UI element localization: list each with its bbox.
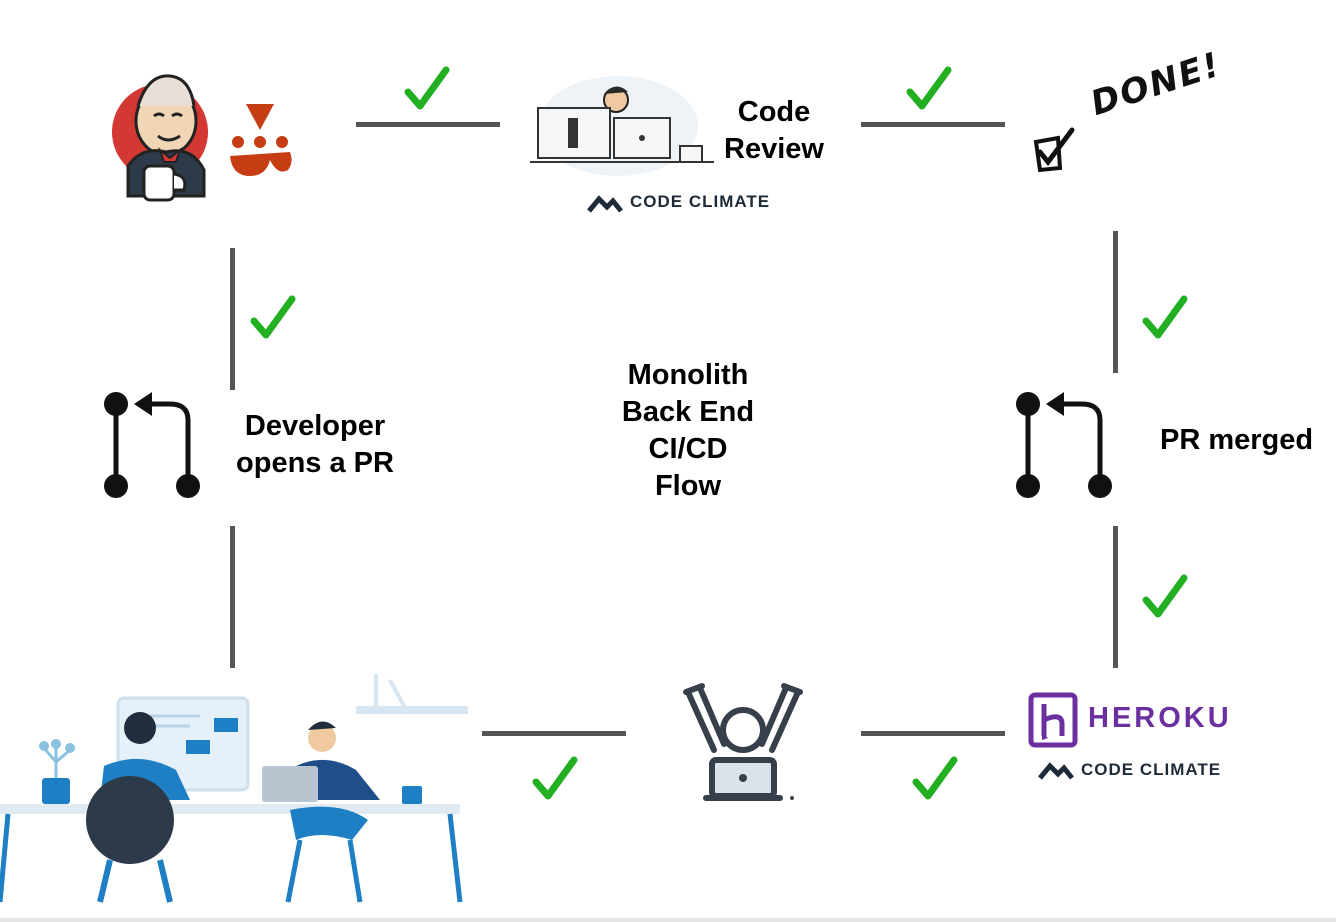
git-merge-icon <box>1016 392 1112 498</box>
code-review-label-line-1: Code <box>737 96 811 128</box>
checkmark-icon <box>404 66 450 110</box>
connector-pr-to-jenkins <box>230 248 235 390</box>
connector-jenkins-to-review <box>356 122 500 127</box>
developer-opens-pr-label: Developer opens a PR <box>222 408 408 482</box>
connector-devs-to-dev <box>482 731 626 736</box>
developer-opens-pr-line-2: opens a PR <box>236 447 394 479</box>
code-review-illustration-icon <box>530 76 714 176</box>
center-title: Monolith Back End CI/CD Flow <box>588 357 788 505</box>
connector-dev-to-heroku <box>861 731 1005 736</box>
code-climate-brand-top: CODE CLIMATE <box>630 192 771 211</box>
code-review-label-line-2: Review <box>724 133 824 165</box>
checkmark-icon <box>250 295 296 339</box>
checkmark-icon <box>906 66 952 110</box>
bottom-divider <box>0 918 1336 922</box>
heroku-brand: HEROKU <box>1088 702 1232 734</box>
code-review-label: Code Review <box>706 94 842 168</box>
connector-done-to-merged <box>1113 231 1118 373</box>
code-climate-logo-icon <box>1038 762 1074 780</box>
done-text: DONE! <box>1086 44 1227 125</box>
code-climate-brand-bottom: CODE CLIMATE <box>1081 760 1222 779</box>
connector-heroku-to-merged <box>1113 526 1118 668</box>
celebrating-developer-icon <box>683 683 803 801</box>
jenkins-icon <box>112 74 208 202</box>
center-title-line-3: CI/CD <box>648 433 728 465</box>
center-title-line-2: Back End <box>621 396 755 428</box>
jest-icon <box>230 104 292 176</box>
developers-illustration-icon <box>0 674 468 903</box>
done-checkbox-icon <box>1033 127 1075 173</box>
center-title-line-1: Monolith <box>627 359 749 391</box>
connector-review-to-done <box>861 122 1005 127</box>
checkmark-icon <box>1142 295 1188 339</box>
heroku-logo-icon <box>1028 692 1078 748</box>
git-pull-request-icon <box>104 392 200 498</box>
center-title-line-4: Flow <box>654 470 722 502</box>
pr-merged-label: PR merged <box>1160 424 1314 456</box>
checkmark-icon <box>912 756 958 800</box>
checkmark-icon <box>532 756 578 800</box>
connector-devs-to-pr <box>230 526 235 668</box>
checkmark-icon <box>1142 574 1188 618</box>
developer-opens-pr-line-1: Developer <box>244 410 386 442</box>
code-climate-logo-icon <box>587 195 623 213</box>
